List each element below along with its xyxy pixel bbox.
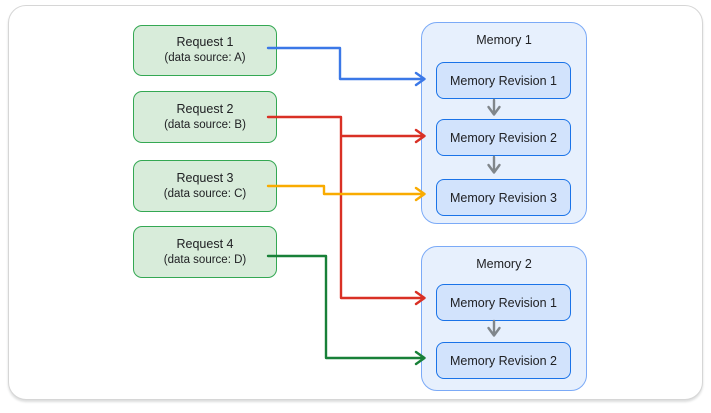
memory-2-container: Memory 2 Memory Revision 1 Memory Revisi…	[421, 246, 587, 391]
request-4-title: Request 4	[176, 236, 234, 251]
request-1-title: Request 1	[176, 35, 234, 50]
memory-1-revision-3-box: Memory Revision 3	[436, 179, 571, 216]
request-1-box: Request 1 (data source: A)	[133, 25, 277, 76]
memory-1-title: Memory 1	[476, 33, 532, 47]
request-2-box: Request 2 (data source: B)	[133, 91, 277, 143]
memory-2-title: Memory 2	[476, 257, 532, 271]
request-4-subtitle: (data source: D)	[163, 253, 247, 266]
request-3-title: Request 3	[176, 170, 234, 185]
memory-1-container: Memory 1 Memory Revision 1 Memory Revisi…	[421, 22, 587, 224]
request-1-subtitle: (data source: A)	[164, 52, 246, 65]
request-2-subtitle: (data source: B)	[164, 118, 246, 131]
memory-2-revision-2-box: Memory Revision 2	[436, 342, 571, 379]
request-3-subtitle: (data source: C)	[163, 187, 247, 200]
diagram-canvas: Request 1 (data source: A) Request 2 (da…	[8, 5, 703, 400]
memory-1-revision-1-box: Memory Revision 1	[436, 62, 571, 99]
memory-1-revision-2-box: Memory Revision 2	[436, 119, 571, 156]
request-2-title: Request 2	[176, 101, 234, 116]
request-4-box: Request 4 (data source: D)	[133, 226, 277, 278]
memory-2-revision-1-box: Memory Revision 1	[436, 284, 571, 321]
request-3-box: Request 3 (data source: C)	[133, 160, 277, 212]
